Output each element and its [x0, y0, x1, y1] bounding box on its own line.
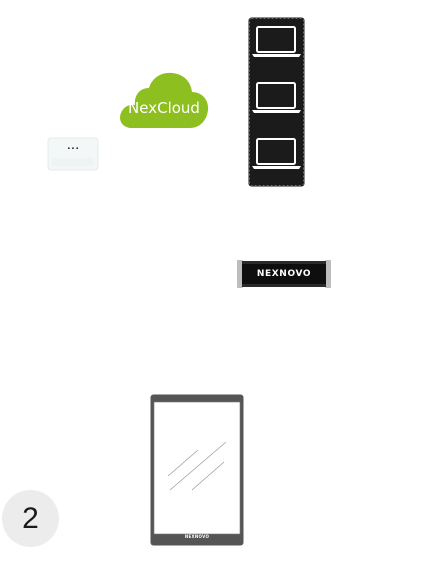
laptop-icon [252, 26, 301, 57]
display-screen [150, 394, 244, 546]
screen-brand-label: NEXNOVO [184, 534, 210, 539]
faint-module-icon [47, 137, 99, 171]
ellipsis-text: ... [66, 136, 80, 153]
laptop-icon [252, 82, 301, 113]
server-rack [248, 17, 305, 187]
cloud-label: NexCloud [128, 99, 200, 117]
controller-label: NEXNOVO [256, 269, 312, 279]
cloud-icon [120, 72, 209, 128]
controller-box [237, 260, 331, 288]
step-badge: 2 [2, 490, 59, 547]
step-number: 2 [22, 501, 39, 535]
laptop-icon [252, 138, 301, 169]
